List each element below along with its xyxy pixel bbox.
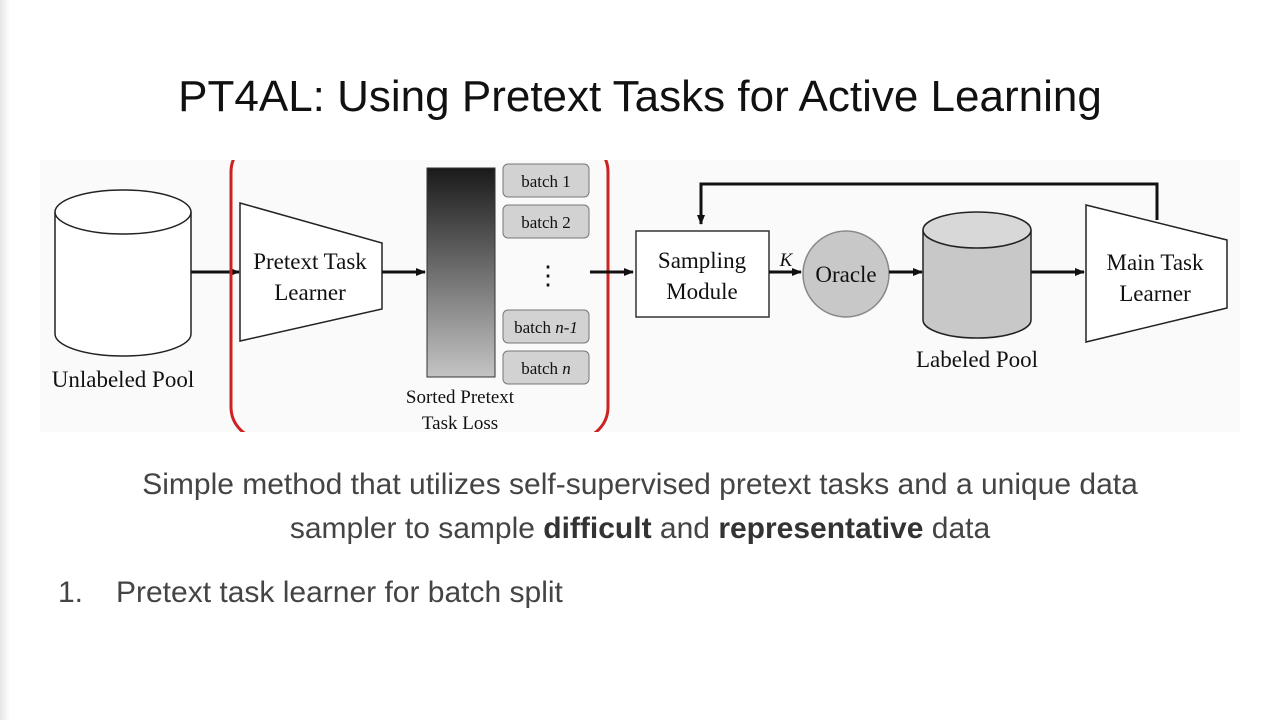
labeled-pool-cylinder	[922, 211, 1032, 339]
sorted-loss-bar	[426, 167, 496, 378]
sorted-loss-label-line2: Task Loss	[422, 413, 498, 432]
oracle-label: Oracle	[815, 262, 876, 287]
pt4al-diagram-figure: Unlabeled Pool Pretext Task Learner Sort…	[40, 160, 1240, 432]
feedback-loop-arrow	[697, 182, 1159, 225]
batch-2-label: batch 2	[521, 213, 571, 232]
k-label: K	[779, 250, 794, 271]
description-line-1: Simple method that utilizes self-supervi…	[142, 468, 1138, 501]
sampling-module-label-line2: Module	[666, 279, 738, 304]
pretext-learner-label-line2: Learner	[274, 280, 346, 305]
sorted-loss-label-line1: Sorted Pretext	[406, 387, 515, 408]
unlabeled-pool-cylinder	[54, 189, 192, 357]
description-bold-representative: representative	[718, 512, 924, 545]
batch-n-minus-1-box	[502, 309, 590, 344]
oracle-circle	[802, 230, 890, 318]
pretext-highlight-box	[229, 160, 610, 432]
slide-left-edge-shadow	[0, 0, 10, 720]
batch-n-box	[502, 350, 590, 385]
unlabeled-pool-label: Unlabeled Pool	[52, 367, 194, 392]
batch-n-label: batch n	[521, 359, 571, 378]
batch-ellipsis: ⋮	[535, 261, 561, 290]
list-item: 1. Pretext task learner for batch split	[58, 576, 563, 610]
sampling-module-label-line1: Sampling	[658, 248, 747, 273]
description-line-2: sampler to sample difficult and represen…	[0, 507, 1280, 551]
description-text: sampler to sample	[289, 512, 544, 545]
pretext-learner-label-line1: Pretext Task	[253, 249, 367, 274]
list-item-number: 1.	[58, 576, 84, 609]
labeled-pool-label: Labeled Pool	[916, 347, 1038, 372]
batch-1-label: batch 1	[521, 172, 571, 191]
main-learner-label-line1: Main Task	[1107, 250, 1204, 275]
list-item-text: Pretext task learner for batch split	[116, 576, 563, 609]
slide-title: PT4AL: Using Pretext Tasks for Active Le…	[178, 72, 1102, 121]
description-text: data	[923, 512, 991, 545]
main-task-learner-block	[1085, 204, 1228, 343]
sampling-module-block	[635, 230, 770, 318]
description-text: and	[651, 512, 719, 545]
description-bold-difficult: difficult	[543, 512, 652, 545]
batch-1-box	[502, 163, 590, 198]
batch-n-minus-1-label: batch n-1	[514, 318, 578, 337]
batch-2-box	[502, 204, 590, 239]
main-learner-label-line2: Learner	[1119, 281, 1191, 306]
pt4al-diagram: Unlabeled Pool Pretext Task Learner Sort…	[52, 160, 1228, 432]
pretext-task-learner-block	[239, 202, 383, 342]
method-description: Simple method that utilizes self-supervi…	[0, 463, 1280, 551]
numbered-list: 1. Pretext task learner for batch split	[58, 576, 563, 610]
